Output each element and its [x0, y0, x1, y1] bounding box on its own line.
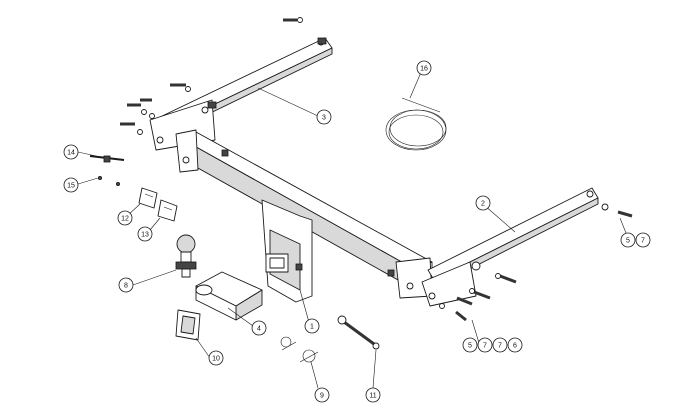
callout-9: 9 [314, 387, 330, 403]
callout-8-label: 8 [124, 283, 128, 290]
callout-11: 11 [365, 387, 381, 403]
clip-and-screws [89, 155, 125, 186]
callout-1-label: 1 [310, 324, 314, 331]
hitch-cover [175, 309, 201, 341]
callout-7-lower-a: 7 [477, 337, 493, 353]
callout-14-label: 14 [67, 150, 75, 157]
callout-9-label: 9 [320, 393, 324, 400]
callout-5-lower-label: 5 [468, 343, 472, 350]
callout-7-lower-b-label: 7 [498, 343, 502, 350]
callout-8: 8 [118, 277, 134, 293]
bolts-left-arm [120, 17, 303, 135]
callout-2: 2 [475, 195, 491, 211]
callout-13: 13 [137, 226, 153, 242]
callout-3: 3 [316, 109, 332, 125]
callout-1: 1 [304, 318, 320, 334]
wire-coil [385, 97, 447, 151]
callout-10-label: 10 [212, 356, 220, 363]
callout-7-lower-a-label: 7 [483, 343, 487, 350]
warning-labels [138, 187, 178, 222]
callout-7-lower-b: 7 [492, 337, 508, 353]
bolts-right-arm [439, 203, 633, 322]
callout-7-right-arm: 7 [635, 232, 651, 248]
callout-13-label: 13 [141, 232, 149, 239]
hitch-pin [337, 315, 380, 350]
callout-3-label: 3 [322, 115, 326, 122]
callout-7-right-arm-label: 7 [641, 238, 645, 245]
callout-6-label: 6 [513, 343, 517, 350]
callout-11-label: 11 [369, 393, 376, 400]
callout-12-label: 12 [121, 216, 129, 223]
tow-ball [175, 234, 197, 278]
callout-5-right-arm-label: 5 [626, 238, 630, 245]
leader-lines [77, 69, 629, 389]
side-arm-left [149, 37, 333, 151]
callout-6: 6 [507, 337, 523, 353]
callout-5-right-arm: 5 [620, 232, 636, 248]
callout-14: 14 [63, 144, 79, 160]
callout-16: 16 [416, 60, 432, 76]
callout-15-label: 15 [67, 183, 75, 190]
callout-10: 10 [208, 350, 224, 366]
callout-5-lower: 5 [462, 337, 478, 353]
callout-16-label: 16 [420, 66, 428, 73]
callout-12: 12 [117, 210, 133, 226]
main-crossbeam [175, 129, 433, 303]
callout-4-label: 4 [257, 326, 261, 333]
ball-mount-hitch [195, 271, 263, 321]
side-arm-right [421, 187, 599, 307]
callout-2-label: 2 [481, 201, 485, 208]
clip-pin [280, 336, 319, 363]
callout-15: 15 [63, 177, 79, 193]
callout-4: 4 [251, 320, 267, 336]
